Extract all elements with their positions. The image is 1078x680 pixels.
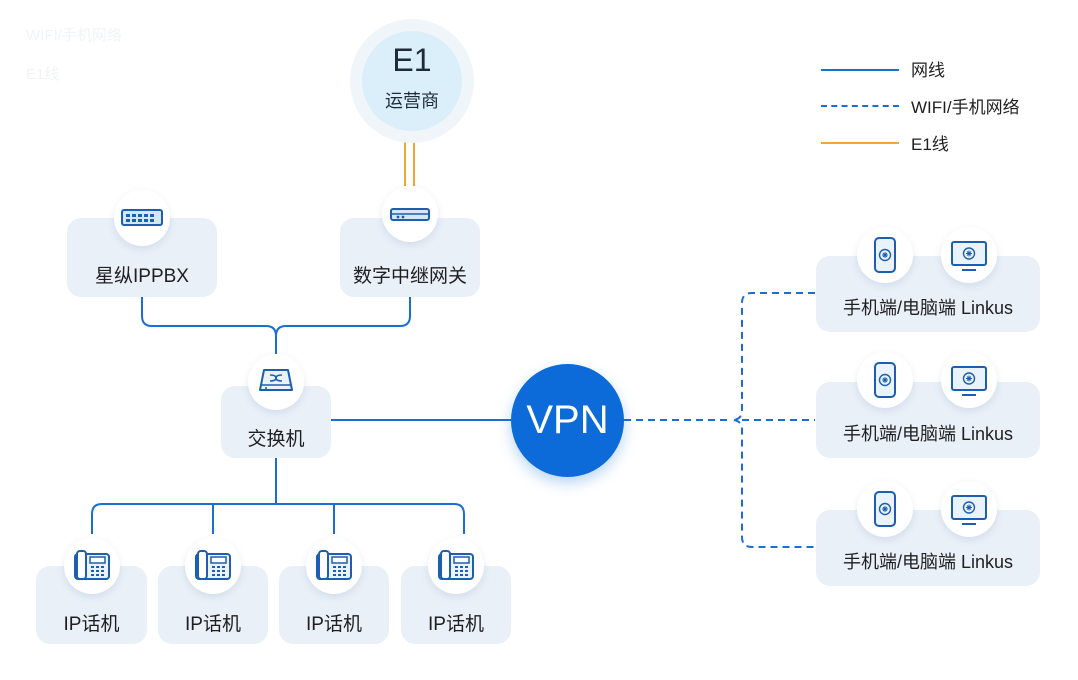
legend-line-network-cable <box>821 69 899 71</box>
vpn-node: VPN <box>511 364 624 477</box>
link-gateway-switch <box>275 297 411 337</box>
gateway-label: 数字中继网关 <box>352 266 467 287</box>
mobile-phone-icon <box>857 352 913 408</box>
monitor-icon <box>941 481 997 537</box>
switch-label: 交换机 <box>247 429 305 450</box>
ip-phone-label: IP话机 <box>428 614 484 635</box>
desk-phone-icon <box>64 538 120 594</box>
desk-phone-icon <box>185 538 241 594</box>
linkus-client-card: 手机端/电脑端 Linkus <box>816 510 1040 586</box>
legend-label-wifi: WIFI/手机网络 <box>911 98 1020 117</box>
monitor-icon <box>941 352 997 408</box>
rack-server-icon <box>114 190 170 246</box>
network-switch-icon <box>248 354 304 410</box>
linkus-client-card: 手机端/电脑端 Linkus <box>816 382 1040 458</box>
phone-bus <box>91 503 465 534</box>
ip-phone-label: IP话机 <box>306 614 362 635</box>
desk-phone-icon <box>428 538 484 594</box>
carrier-node <box>362 31 462 131</box>
legend-label-network-cable: 网线 <box>911 61 945 80</box>
carrier-title: E1 <box>392 42 432 78</box>
legend-label-e1: E1线 <box>911 135 949 154</box>
mobile-phone-icon <box>857 227 913 283</box>
carrier-subtitle: 运营商 <box>385 91 439 111</box>
link-ippbx-switch <box>141 297 277 358</box>
monitor-icon <box>941 227 997 283</box>
mobile-phone-icon <box>857 481 913 537</box>
client-bus <box>731 292 815 548</box>
watermark-line-1: WIFI/手机网络 <box>26 27 122 44</box>
linkus-client-card: 手机端/电脑端 Linkus <box>816 256 1040 332</box>
ip-phone-label: IP话机 <box>185 614 241 635</box>
desk-phone-icon <box>306 538 362 594</box>
legend-line-e1 <box>821 142 899 144</box>
linkus-client-label: 手机端/电脑端 Linkus <box>842 552 1014 572</box>
ippbx-card: 星纵IPPBX <box>67 218 217 297</box>
linkus-client-label: 手机端/电脑端 Linkus <box>842 298 1014 318</box>
gateway-device-icon <box>382 186 438 242</box>
ippbx-label: 星纵IPPBX <box>95 266 189 287</box>
legend-line-wifi <box>821 105 899 107</box>
ip-phone-label: IP话机 <box>63 614 120 635</box>
linkus-client-label: 手机端/电脑端 Linkus <box>842 424 1014 444</box>
vpn-label: VPN <box>526 398 609 442</box>
watermark-line-2: E1线 <box>26 66 60 83</box>
